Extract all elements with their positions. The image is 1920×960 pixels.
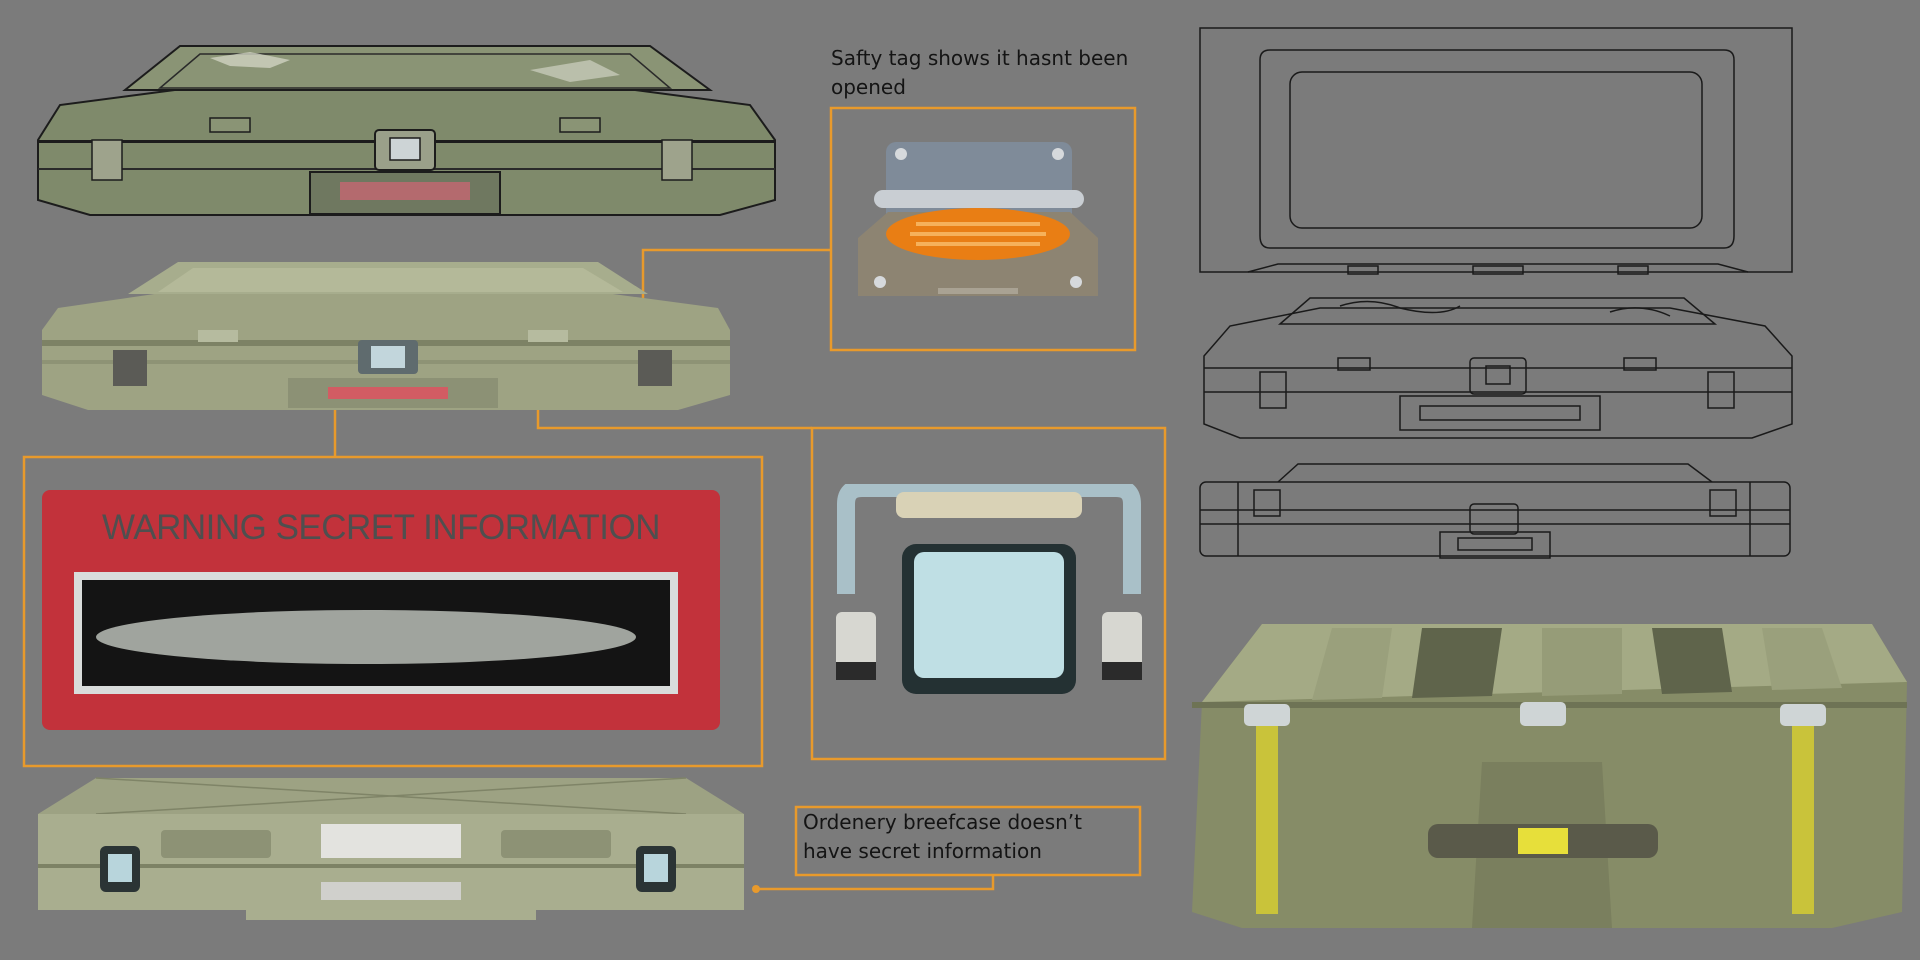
ordinary-case-illustration [38,777,744,920]
safety-tag-callout-box [829,106,1137,352]
safety-tag-illustration [858,142,1098,296]
case-painted [42,262,730,410]
ordinary-leader [756,875,995,891]
line-art-open-lid [1199,27,1793,275]
line-art-closed-case [1203,297,1793,439]
ordinary-case-note: Ordenery breefcase doesn’t have secret i… [803,810,1083,863]
latch-callout-box [810,426,1167,761]
warning-label-window [74,572,678,694]
warning-label-text: WARNING SECRET INFORMATION [101,508,661,547]
latch-illustration [836,484,1142,694]
case-painted-outlined [37,45,776,216]
safety-tag-note: Safty tag shows it hasnt been opened [831,46,1129,99]
line-art-front-view [1199,463,1791,559]
ordinary-note-box [794,805,1142,877]
warning-label-callout-box [22,455,764,768]
case-large-render [1192,624,1907,928]
warning-label-illustration: WARNING SECRET INFORMATION [42,490,720,730]
